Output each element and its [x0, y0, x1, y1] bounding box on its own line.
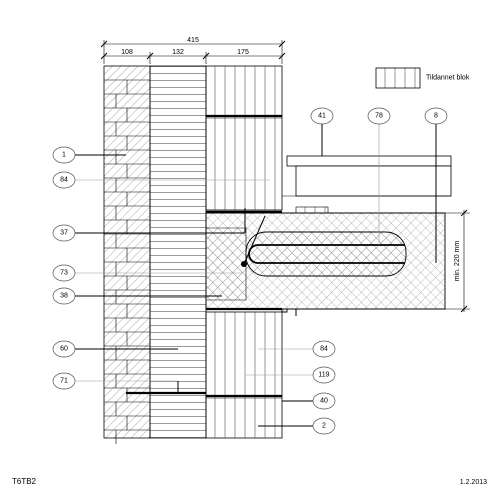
callout-8: 8 [424, 107, 448, 125]
dimension-chain: 415 108 132 175 [100, 37, 286, 64]
callout-84-right: 84 [312, 340, 336, 358]
dimension-outer-leaf: 108 [121, 49, 133, 56]
callout-71-label: 71 [60, 378, 68, 385]
callout-8-label: 8 [434, 113, 438, 120]
callout-1-label: 1 [62, 152, 66, 159]
callout-84-left: 84 [52, 171, 76, 189]
callout-41-label: 41 [318, 113, 326, 120]
callout-71: 71 [52, 372, 76, 390]
callout-38-label: 38 [60, 293, 68, 300]
dimension-inner-leaf: 175 [237, 49, 249, 56]
callout-73: 73 [52, 264, 76, 282]
callout-73-label: 73 [60, 270, 68, 277]
concrete-slab [205, 210, 446, 316]
callout-84-right-label: 84 [320, 346, 328, 353]
window-sill [282, 155, 452, 214]
slab-height-dimension: min. 220 mm [445, 209, 470, 313]
callout-37: 37 [52, 224, 76, 242]
outer-brick-leaf [103, 65, 151, 444]
callout-1: 1 [52, 146, 76, 164]
callout-38: 38 [52, 287, 76, 305]
legend-label: Tildannet blok [426, 75, 470, 82]
leader-lines [72, 123, 437, 427]
callout-2-label: 2 [322, 423, 326, 430]
callout-41: 41 [310, 107, 334, 125]
callout-2: 2 [312, 417, 336, 435]
callout-37-label: 37 [60, 230, 68, 237]
dimension-insulation: 132 [172, 49, 184, 56]
inner-block-leaf [205, 65, 283, 439]
cavity-insulation [149, 65, 207, 439]
drawing-date: 1.2.2013 [460, 479, 487, 486]
slab-min-dimension: min. 220 mm [454, 241, 461, 282]
callout-40-label: 40 [320, 398, 328, 405]
callout-78-label: 78 [375, 113, 383, 120]
callout-78: 78 [367, 107, 391, 125]
callout-119-label: 119 [318, 372, 329, 379]
drawing-code: T6TB2 [12, 477, 37, 486]
dimension-total: 415 [187, 37, 199, 44]
callout-60: 60 [52, 340, 76, 358]
callout-60-label: 60 [60, 346, 68, 353]
legend: Tildannet blok [375, 67, 470, 89]
callout-40: 40 [312, 392, 336, 410]
callout-119: 119 [312, 366, 336, 384]
callout-84-left-label: 84 [60, 177, 68, 184]
